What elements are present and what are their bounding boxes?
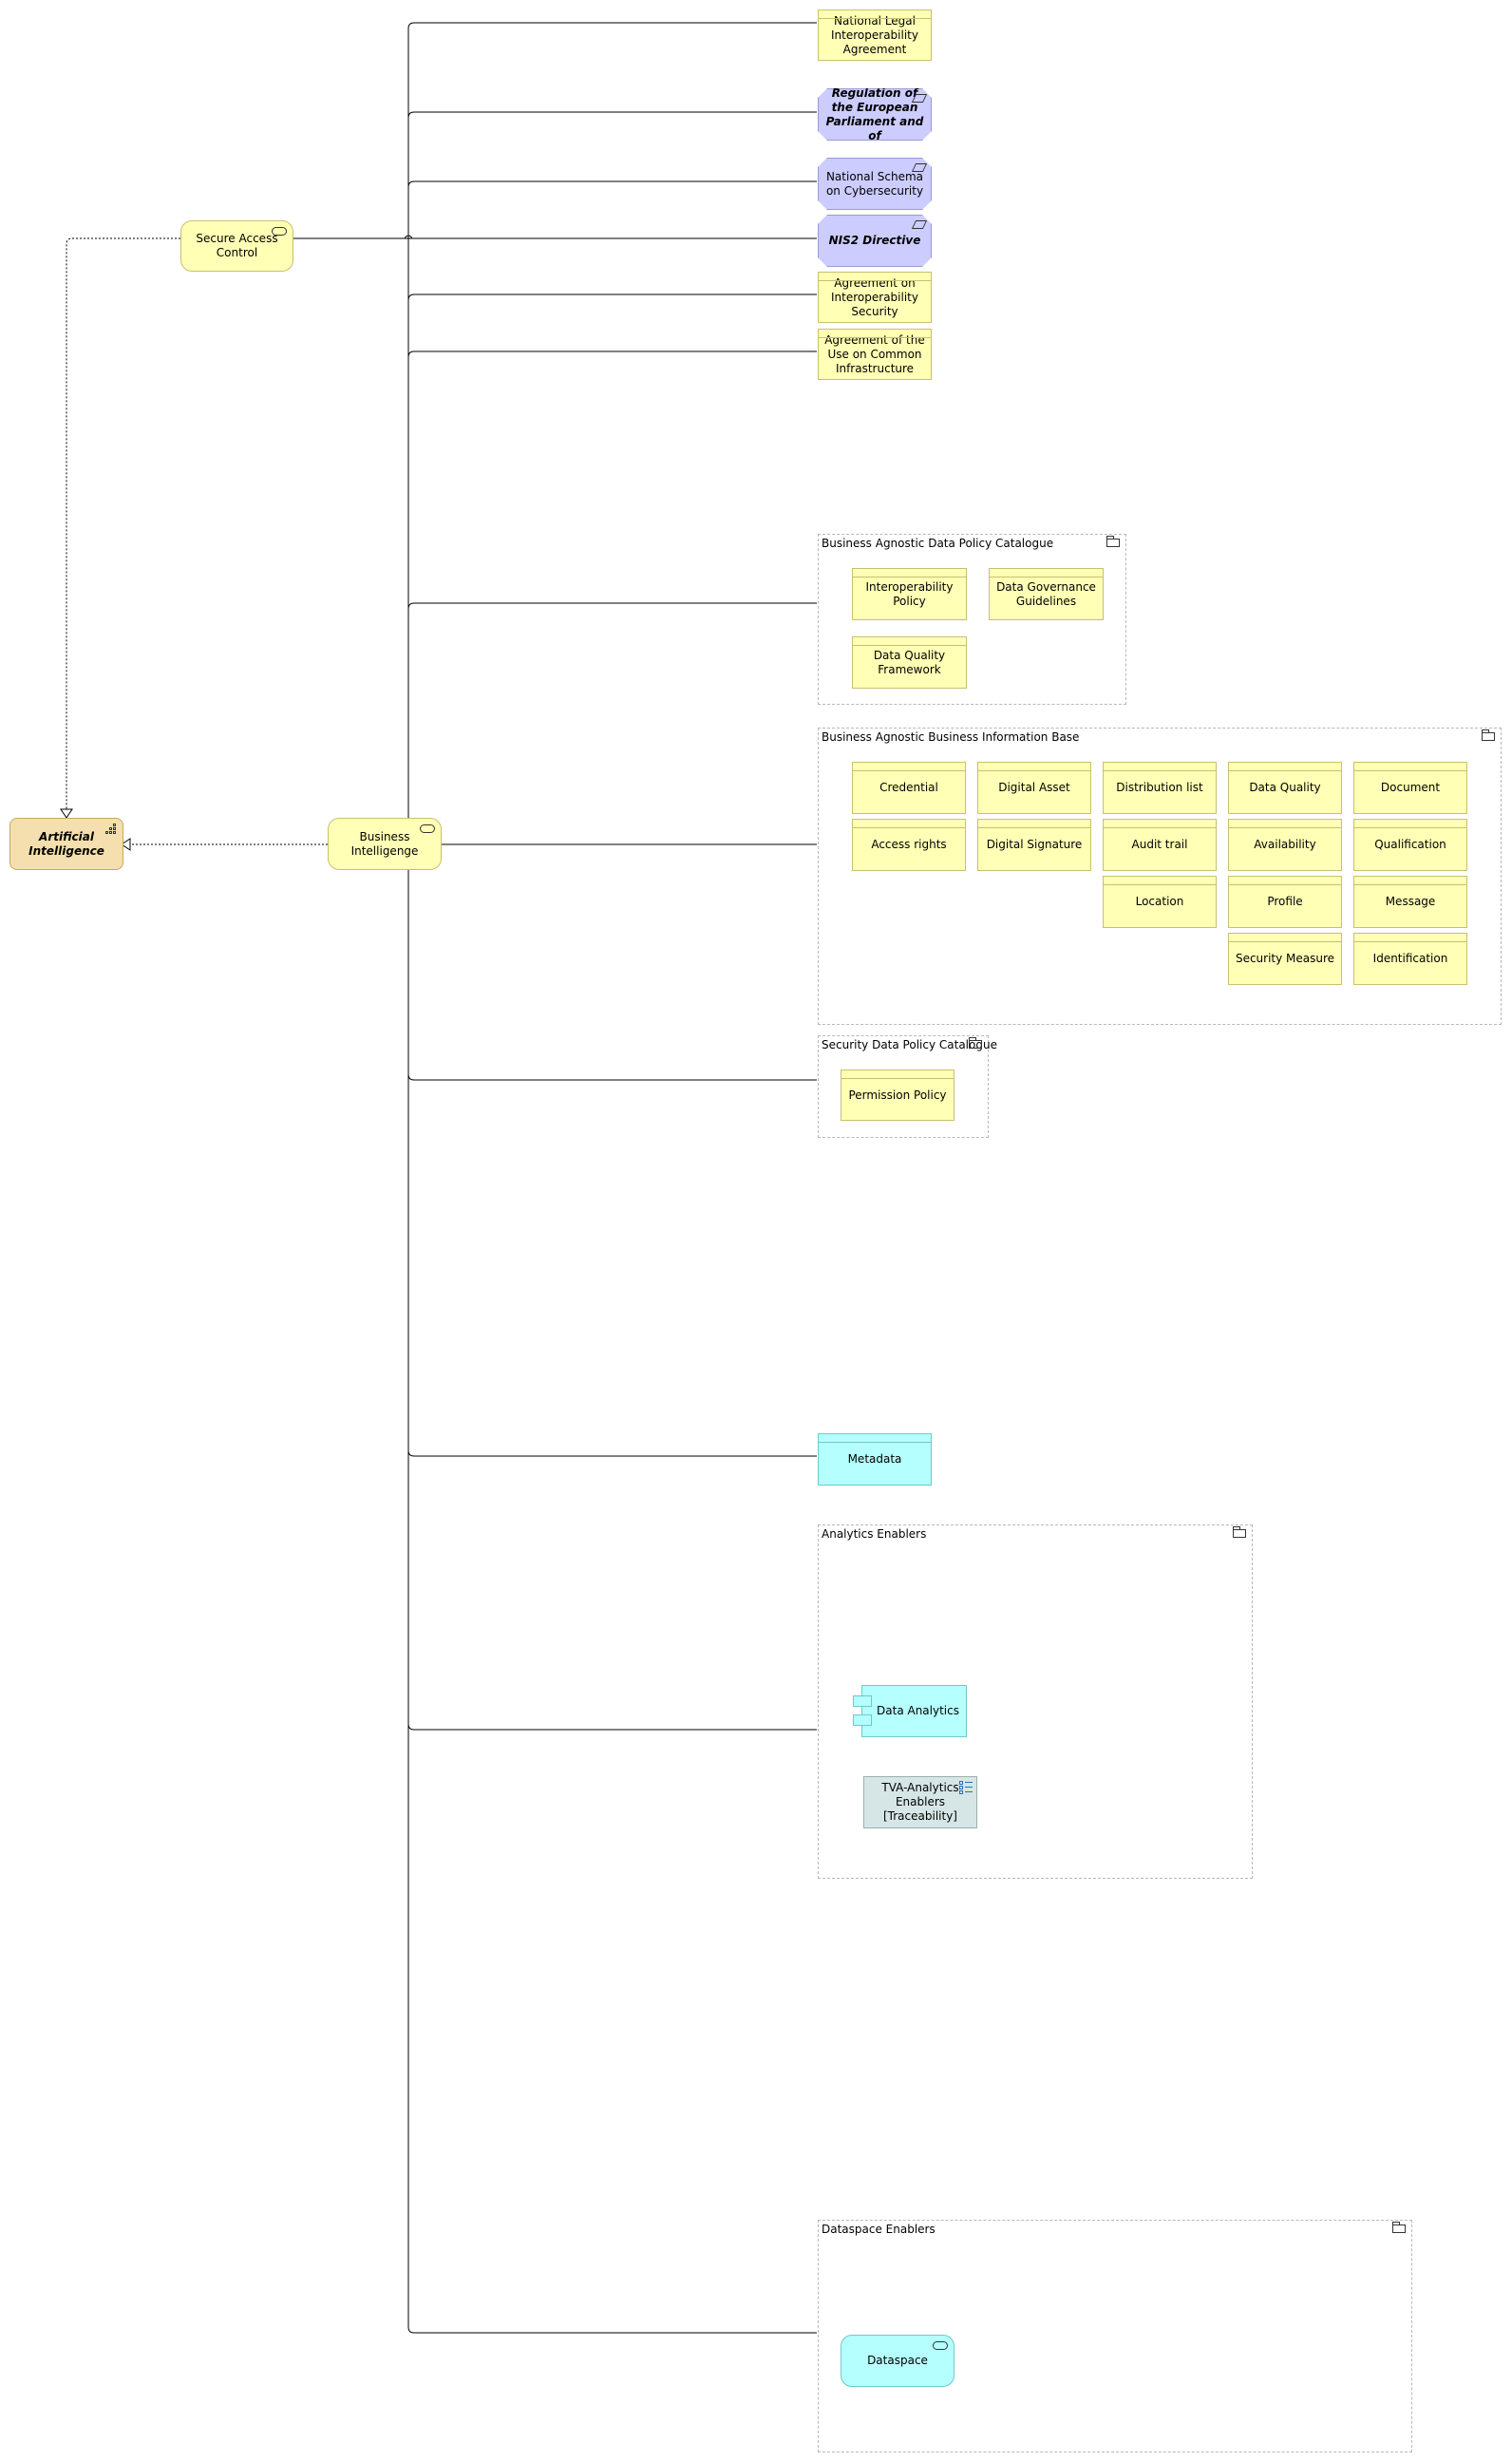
info-availability[interactable]: Availability [1228,819,1342,871]
data-quality-framework[interactable]: Data Quality Framework [852,636,967,689]
branch-agreement-infra [407,350,817,358]
info-qualification[interactable]: Qualification [1353,819,1467,871]
service-icon [933,2341,948,2350]
folder-icon [1482,729,1495,741]
info-access-rights[interactable]: Access rights [852,819,966,871]
analytics-enablers-group[interactable]: Analytics Enablers [818,1524,1253,1879]
policy-catalogue-group[interactable]: Business Agnostic Data Policy Catalogue [818,534,1126,705]
info-identification[interactable]: Identification [1353,933,1467,985]
agreement-infra-object[interactable]: Agreement of the Use on Common Infrastru… [818,329,932,380]
tva-analytics-enablers[interactable]: TVA-Analytics Enablers [Traceability] [863,1776,977,1828]
group-title: Security Data Policy Catalogue [822,1038,997,1051]
national-schema-requirement[interactable]: National Schema on Cybersecurity [818,158,932,210]
info-document[interactable]: Document [1353,762,1467,814]
info-data-quality[interactable]: Data Quality [1228,762,1342,814]
realization-sac-ai [66,237,180,809]
info-base-group[interactable]: Business Agnostic Business Information B… [818,728,1502,1025]
agreement-security-object[interactable]: Agreement on Interoperability Security [818,272,932,323]
info-audit-trail[interactable]: Audit trail [1103,819,1217,871]
info-credential[interactable]: Credential [852,762,966,814]
data-analytics-component[interactable]: Data Analytics [853,1685,967,1737]
trunk-line [407,28,817,2334]
group-title: Business Agnostic Data Policy Catalogue [822,537,1054,550]
group-title: Business Agnostic Business Information B… [822,730,1080,744]
capability-icon [105,823,118,836]
parallelogram-icon [912,220,927,229]
info-digital-signature[interactable]: Digital Signature [977,819,1091,871]
info-distribution-list[interactable]: Distribution list [1103,762,1217,814]
service-icon [420,824,435,833]
branch-nis2-hop [404,235,413,239]
dataspace-service[interactable]: Dataspace [841,2335,954,2387]
realization-sac-ai-head [60,808,73,819]
branch-analytics [407,1723,817,1731]
branch-metadata [407,1449,817,1457]
secure-access-control-service[interactable]: Secure Access Control [180,220,293,272]
regulation-requirement[interactable]: Regulation of the European Parliament an… [818,88,932,141]
info-security-measure[interactable]: Security Measure [1228,933,1342,985]
folder-icon [1106,536,1120,547]
list-icon [959,1781,973,1794]
folder-icon [1392,2222,1406,2233]
metadata-data-object[interactable]: Metadata [818,1433,932,1486]
artificial-intelligence-capability[interactable]: Artificial Intelligence [9,818,123,870]
branch-national-legal [407,22,817,29]
info-message[interactable]: Message [1353,876,1467,928]
info-digital-asset[interactable]: Digital Asset [977,762,1091,814]
folder-icon [969,1037,982,1049]
component-icon [853,1714,872,1726]
business-intelligence-service[interactable]: Business Intelligenge [328,818,442,870]
interoperability-policy[interactable]: Interoperability Policy [852,568,967,620]
info-profile[interactable]: Profile [1228,876,1342,928]
group-title: Analytics Enablers [822,1527,927,1541]
security-catalogue-group[interactable]: Security Data Policy Catalogue [818,1035,997,1138]
branch-policy-catalogue [407,602,817,610]
folder-icon [1233,1526,1246,1538]
data-governance-guidelines[interactable]: Data Governance Guidelines [989,568,1104,620]
branch-regulation [407,111,817,119]
group-title: Dataspace Enablers [822,2223,936,2236]
component-icon [853,1695,872,1707]
national-legal-agreement[interactable]: National Legal Interoperability Agreemen… [818,9,932,61]
branch-agreement-security [407,293,817,301]
nis2-directive-requirement[interactable]: NIS2 Directive [818,215,932,267]
branch-national-schema [407,180,817,188]
permission-policy[interactable]: Permission Policy [841,1070,954,1121]
branch-security-catalogue [407,1073,817,1081]
dataspace-enablers-group[interactable]: Dataspace Enablers [818,2220,1412,2452]
service-icon [272,227,287,236]
info-location[interactable]: Location [1103,876,1217,928]
